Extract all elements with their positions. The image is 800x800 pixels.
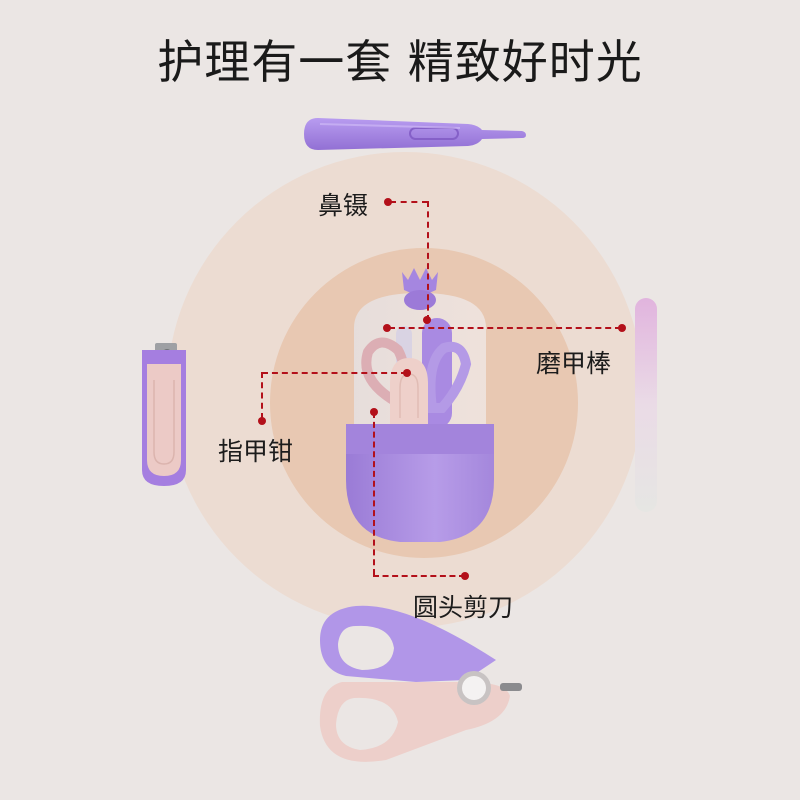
callout-dot-nail-file-start [383,324,391,332]
nail-clipper-image [142,343,186,486]
label-round-scissors: 圆头剪刀 [413,593,514,622]
callout-dot-round-scissors [461,572,469,580]
care-kit-container-image [346,268,494,542]
callout-line-round-scissors-v [373,412,375,575]
callout-line-round-scissors-h [373,575,465,577]
callout-line-nail-clipper-h [262,372,407,374]
round-scissors-image [319,605,522,762]
callout-dot-nail-clipper-start [403,369,411,377]
callout-dot-nose-tweezers-end [423,316,431,324]
callout-dot-nose-tweezers [384,198,392,206]
label-nail-clipper: 指甲钳 [218,437,294,466]
nose-tweezers-image [304,118,526,150]
callout-line-nose-tweezers-h [390,201,428,203]
label-nail-file: 磨甲棒 [536,349,612,378]
callout-dot-nail-clipper [258,417,266,425]
label-nose-tweezers: 鼻镊 [318,191,369,220]
callout-line-nail-file [389,327,621,329]
page-title: 护理有一套 精致好时光 [157,35,643,89]
callout-line-nose-tweezers-v [427,201,429,321]
callout-line-nail-clipper-v [261,372,263,419]
nail-file-image [635,298,657,512]
callout-dot-nail-file [618,324,626,332]
